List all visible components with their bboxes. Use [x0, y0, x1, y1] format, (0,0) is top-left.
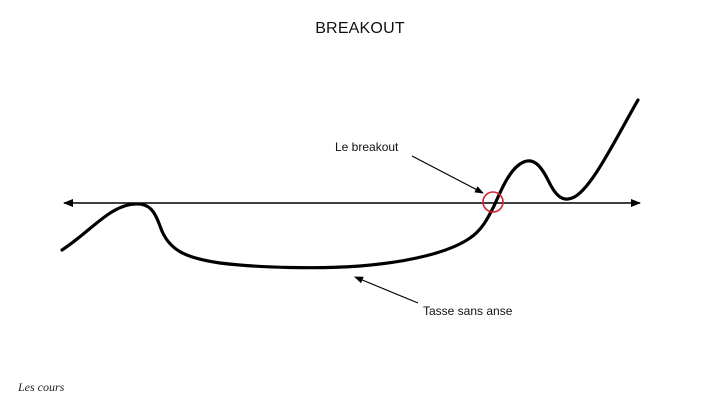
- price-curve: [60, 98, 640, 270]
- cup-pointer-arrow: [354, 276, 419, 304]
- diagram-title: BREAKOUT: [315, 20, 405, 37]
- breakout-label: Le breakout: [335, 140, 399, 154]
- cup-label: Tasse sans anse: [423, 304, 513, 318]
- breakout-marker: [482, 191, 504, 213]
- breakout-pointer-arrow: [411, 155, 484, 194]
- source-footer: Les cours: [18, 380, 65, 394]
